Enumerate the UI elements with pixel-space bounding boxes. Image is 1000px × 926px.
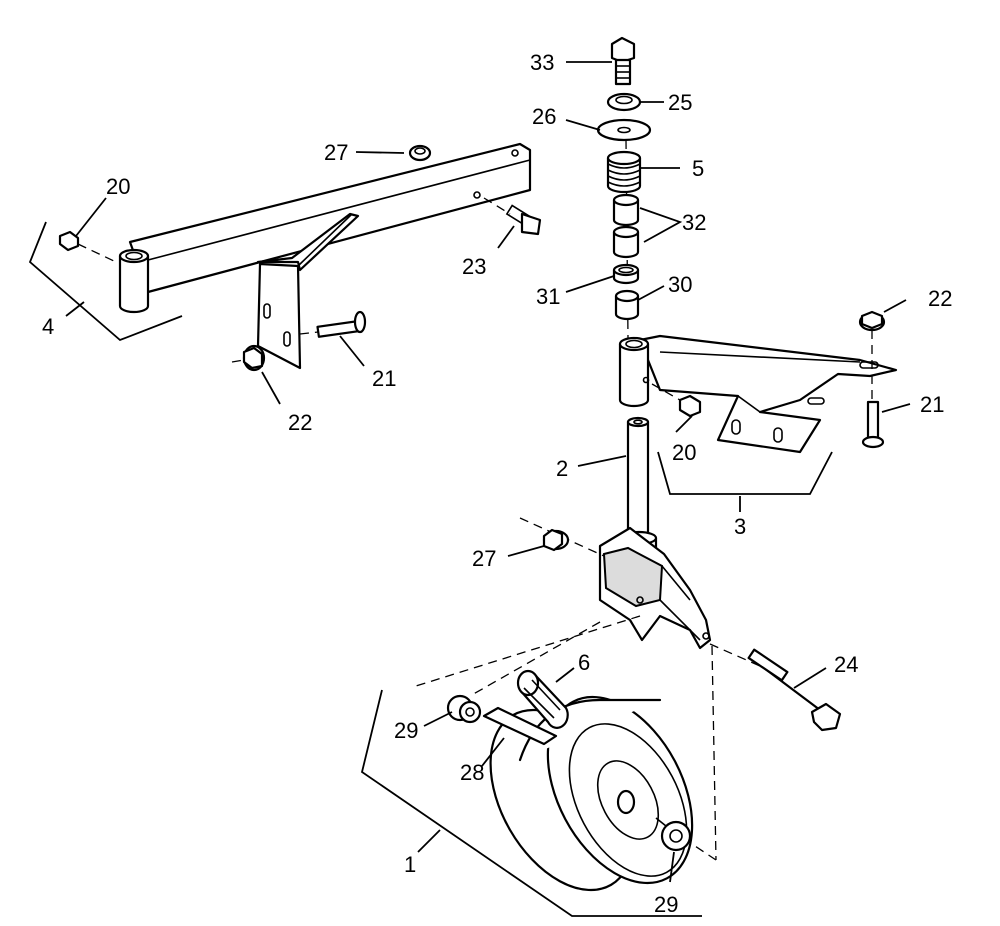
bracket-4 bbox=[28, 221, 183, 342]
callout-5: 5 bbox=[692, 156, 704, 181]
spring-5 bbox=[606, 150, 642, 194]
hex-bolt-24 bbox=[747, 648, 842, 732]
washer-25 bbox=[606, 92, 642, 112]
callout-labels: 33 25 26 5 32 31 30 27 20 23 4 21 22 22 … bbox=[42, 50, 952, 917]
carriage-bolt-21-left bbox=[299, 310, 367, 338]
carriage-bolt-21-right bbox=[861, 400, 885, 449]
callout-20-mid: 20 bbox=[672, 440, 696, 465]
flange-nut-27-top bbox=[408, 144, 432, 162]
bushing-32-lower bbox=[612, 225, 640, 259]
callout-27-mid: 27 bbox=[472, 546, 496, 571]
spacer-6 bbox=[516, 669, 569, 729]
callout-1: 1 bbox=[404, 852, 416, 877]
callout-21-left: 21 bbox=[372, 366, 396, 391]
bolt-23 bbox=[483, 197, 542, 236]
callout-29-bottom: 29 bbox=[654, 892, 678, 917]
callout-21-right: 21 bbox=[920, 392, 944, 417]
large-washer-26 bbox=[596, 118, 652, 142]
axle-28 bbox=[482, 706, 558, 746]
flange-nut-27-mid bbox=[542, 528, 570, 552]
callout-28: 28 bbox=[460, 760, 484, 785]
bracket-3 bbox=[657, 451, 833, 495]
right-mounting-bracket bbox=[618, 334, 898, 454]
callout-27-top: 27 bbox=[324, 140, 348, 165]
callout-4: 4 bbox=[42, 314, 54, 339]
locknut-20-mid bbox=[651, 383, 702, 418]
callout-23: 23 bbox=[462, 254, 486, 279]
bushing-32-upper bbox=[612, 193, 640, 227]
flange-nut-22-right bbox=[858, 310, 886, 400]
callout-22-right: 22 bbox=[928, 286, 952, 311]
callout-30: 30 bbox=[668, 272, 692, 297]
bracket-1 bbox=[360, 689, 702, 917]
callout-25: 25 bbox=[668, 90, 692, 115]
callout-22-left: 22 bbox=[288, 410, 312, 435]
callout-32: 32 bbox=[682, 210, 706, 235]
callout-26: 26 bbox=[532, 104, 556, 129]
ring-31 bbox=[612, 263, 640, 285]
callout-31: 31 bbox=[536, 284, 560, 309]
bushing-29-left bbox=[446, 694, 482, 724]
callout-3: 3 bbox=[734, 514, 746, 539]
leader-lines bbox=[65, 61, 911, 883]
bushing-29-bottom bbox=[655, 817, 692, 852]
left-caster-arm bbox=[118, 142, 532, 370]
bushing-30 bbox=[614, 289, 640, 321]
callout-6: 6 bbox=[578, 650, 590, 675]
wheel-assembly bbox=[489, 695, 694, 892]
callout-20-left: 20 bbox=[106, 174, 130, 199]
hex-bolt-33 bbox=[610, 36, 636, 86]
flange-nut-22-left bbox=[231, 344, 266, 372]
callout-33: 33 bbox=[530, 50, 554, 75]
locknut-20-left bbox=[58, 230, 117, 263]
caster-fork bbox=[598, 526, 712, 650]
callout-2: 2 bbox=[556, 456, 568, 481]
callout-24: 24 bbox=[834, 652, 858, 677]
callout-29-left: 29 bbox=[394, 718, 418, 743]
